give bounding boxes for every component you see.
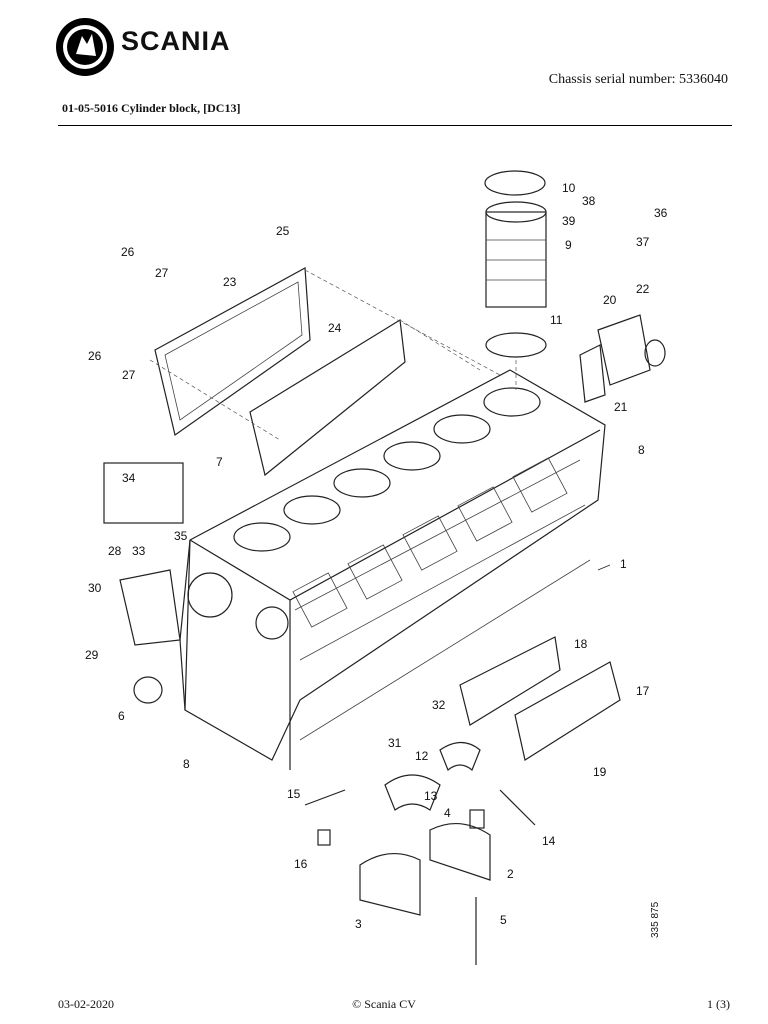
scania-griffin-icon [56,18,114,76]
scania-logo [54,16,264,78]
callout-15: 15 [287,787,301,801]
callout-5: 5 [500,913,507,927]
callout-19: 19 [593,765,607,779]
thermostat-housing-drawing [579,314,666,403]
callout-37: 37 [636,235,650,249]
chassis-serial-number: Chassis serial number: 5336040 [548,72,728,87]
callout-labels: 1 2 3 4 5 6 7 8 8 9 10 11 12 13 14 15 16… [85,181,668,931]
side-cover-drawing [149,267,501,477]
callout-10: 10 [562,181,576,195]
footer-page-number: 1 (3) [707,997,730,1011]
crankshaft-seal-drawing [133,676,163,704]
footer-date: 03-02-2020 [58,997,114,1011]
front-plate-drawing [119,569,181,646]
callout-8-lower: 8 [183,757,190,771]
cylinder-block-exploded-diagram: 1 2 3 4 5 6 7 8 8 9 10 11 12 13 14 15 16… [85,170,668,965]
callout-27-upper: 27 [155,266,169,280]
callout-38: 38 [582,194,596,208]
callout-27-lower: 27 [122,368,136,382]
callout-3: 3 [355,917,362,931]
callout-7: 7 [216,455,223,469]
callout-33: 33 [132,544,146,558]
cylinder-block-drawing [179,369,606,770]
detail-inset-box [103,462,184,524]
callout-34: 34 [122,471,136,485]
callout-26-upper: 26 [121,245,135,259]
callout-11: 11 [550,313,563,327]
callout-20: 20 [603,293,617,307]
footer-copyright: © Scania CV [352,997,416,1011]
callout-13: 13 [424,789,438,803]
callout-16: 16 [294,857,308,871]
cylinder-liner-drawing [484,170,547,390]
callout-23: 23 [223,275,237,289]
main-bearing-drawing [304,741,536,965]
callout-26-lower: 26 [88,349,102,363]
callout-32: 32 [432,698,446,712]
callout-1: 1 [620,557,627,571]
callout-31: 31 [388,736,402,750]
callout-9: 9 [565,238,572,252]
callout-28: 28 [108,544,122,558]
callout-14: 14 [542,834,556,848]
callout-8-upper: 8 [638,443,645,457]
callout-24: 24 [328,321,342,335]
page-title: 01-05-5016 Cylinder block, [DC13] [62,101,241,115]
callout-6: 6 [118,709,125,723]
callout-12: 12 [415,749,429,763]
callout-30: 30 [88,581,102,595]
lower-side-cover-drawing [459,636,621,761]
callout-29: 29 [85,648,99,662]
callout-25: 25 [276,224,290,238]
drawing-reference-code: 335 875 [650,901,661,938]
callout-21: 21 [614,400,628,414]
callout-18: 18 [574,637,588,651]
brand-name: SCANIA [121,26,231,56]
callout-17: 17 [636,684,650,698]
callout-2: 2 [507,867,514,881]
callout-39: 39 [562,214,576,228]
header-divider [58,125,732,126]
callout-4: 4 [444,806,451,820]
callout-36: 36 [654,206,668,220]
callout-35: 35 [174,529,188,543]
callout-22: 22 [636,282,650,296]
